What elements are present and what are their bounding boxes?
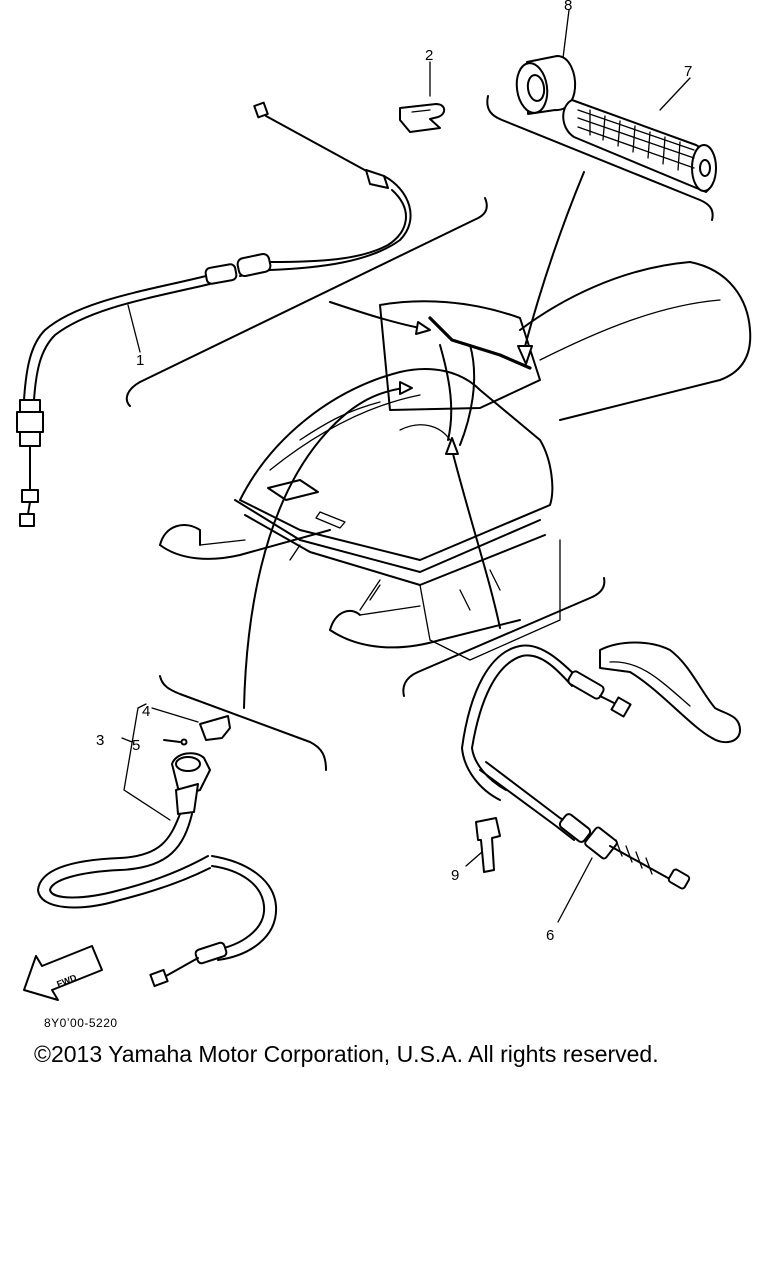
clip-part [399,61,446,133]
callout-4: 4 [142,703,150,720]
handlebar-grip-part [486,77,717,221]
forward-arrow-icon: FWD [23,945,103,1001]
location-arrows [243,171,585,709]
callout-8: 8 [564,0,572,14]
callout-3: 3 [96,732,104,749]
drawing-code: 8Y0ʼ00-5220 [44,1016,118,1030]
callout-9: 9 [451,867,459,884]
copyright-notice: ©2013 Yamaha Motor Corporation, U.S.A. A… [34,1041,659,1067]
callout-1: 1 [136,352,144,369]
parts-diagram: FWD 1 2 3 4 5 6 7 8 9 [16,0,752,1001]
brake-cable-part [402,577,741,923]
grip-collar-part [515,9,577,115]
callout-6: 6 [546,927,554,944]
callout-5: 5 [132,737,140,754]
choke-cable-part [37,675,327,988]
throttle-cable-part [16,101,488,527]
callout-7: 7 [684,63,692,80]
callout-2: 2 [425,47,433,64]
tie-strap-part [465,817,501,873]
